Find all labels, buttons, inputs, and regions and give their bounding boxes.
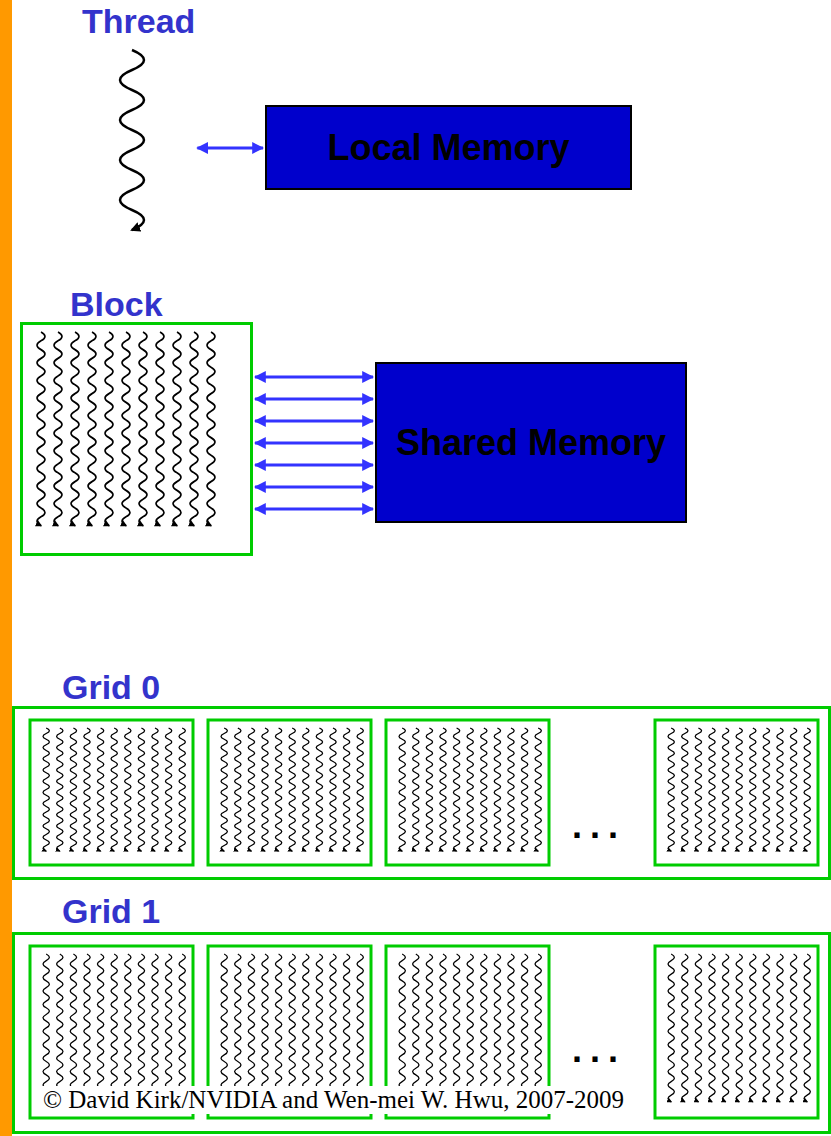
- memory-name: Shared Memory: [396, 421, 666, 465]
- memory-access-arrow: [255, 376, 373, 379]
- memory-access-arrow: [255, 420, 373, 423]
- thread-bundle: [668, 954, 810, 1102]
- thread-symbol: [120, 50, 144, 230]
- thread-bundle: [43, 728, 185, 851]
- block-box: [30, 720, 193, 865]
- thread-bundle: [668, 728, 810, 851]
- grid-box: Grid 0...: [12, 668, 831, 880]
- thread-bundle: [399, 728, 541, 851]
- side-bar: [0, 0, 12, 1136]
- block-box: [655, 946, 818, 1118]
- block-box: [386, 720, 549, 865]
- thread-node: Thread: [78, 2, 195, 242]
- memory-box: Shared Memory: [375, 362, 687, 523]
- block-box: [208, 720, 371, 865]
- group-frame: [12, 706, 831, 880]
- memory-access-arrow: [197, 147, 263, 150]
- ellipsis: ...: [572, 806, 626, 846]
- memory-access-arrow: [255, 464, 373, 467]
- node-heading: Grid 1: [12, 892, 831, 930]
- ellipsis: ...: [572, 1030, 626, 1070]
- thread-bundle: [43, 954, 185, 1102]
- thread-bundle: [221, 728, 363, 851]
- memory-box: Local Memory: [265, 105, 632, 190]
- memory-access-arrow: [255, 398, 373, 401]
- thread-bundle: [221, 954, 363, 1102]
- memory-access-arrow: [255, 486, 373, 489]
- memory-name: Local Memory: [327, 126, 569, 170]
- node-heading: Block: [20, 285, 253, 323]
- memory-access-arrow: [255, 508, 373, 511]
- node-heading: Grid 0: [12, 668, 831, 706]
- block-box: [655, 720, 818, 865]
- memory-access-arrow: [255, 442, 373, 445]
- group-frame: [20, 322, 253, 556]
- thread-bundle: [37, 332, 215, 526]
- thread-bundle: [399, 954, 541, 1102]
- copyright-note: © David Kirk/NVIDIA and Wen-mei W. Hwu, …: [40, 1086, 627, 1114]
- thread-block: Block: [20, 285, 253, 556]
- node-heading: Thread: [78, 2, 195, 40]
